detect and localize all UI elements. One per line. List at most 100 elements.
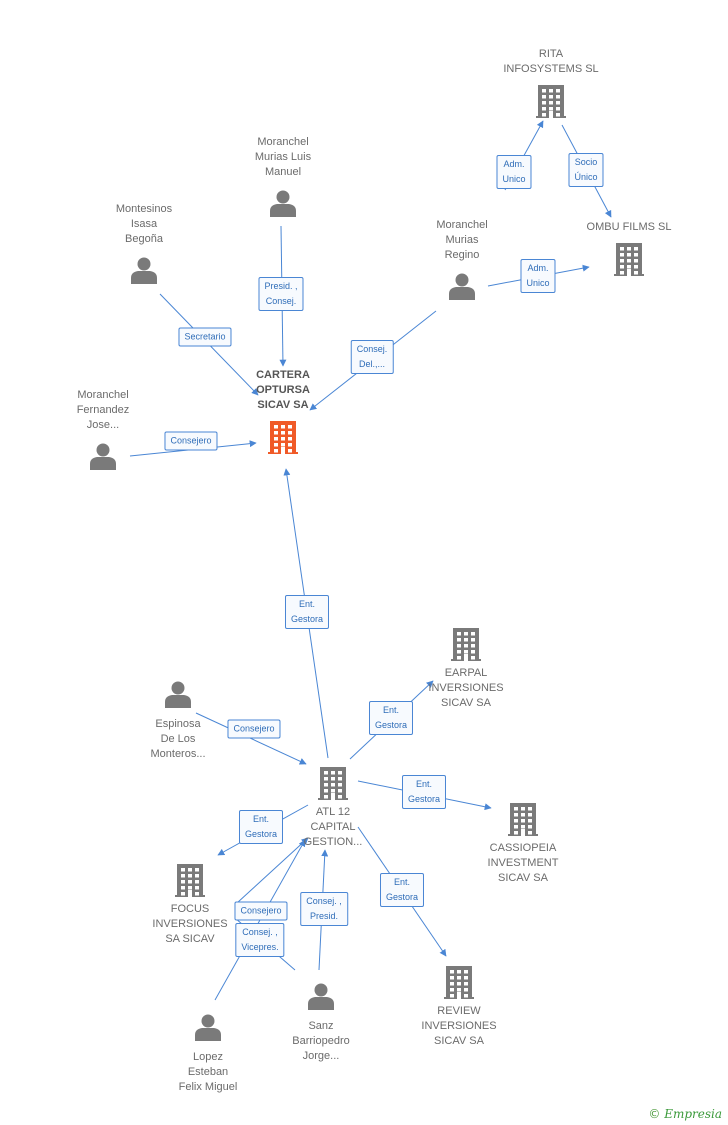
edge-label[interactable]: Ent.Gestora — [368, 701, 414, 735]
node-label-text: REVIEW — [437, 1005, 481, 1017]
node-label-text: Regino — [444, 249, 480, 261]
node-label[interactable]: OMBU FILMS SL — [564, 220, 694, 235]
node-label-text: SA SICAV — [165, 933, 215, 945]
node-label-text: Moranchel — [436, 219, 488, 231]
edge-line — [195, 712, 307, 765]
edge-label-text: Vicepres. — [241, 942, 279, 952]
node-label-text: Isasa — [130, 218, 158, 230]
node-label-text: Jose... — [86, 419, 120, 431]
edge-label-text: Gestora — [407, 794, 441, 804]
edge-label-text: Único — [574, 172, 598, 182]
person-icon[interactable] — [131, 257, 157, 285]
node-label-text: Jorge... — [302, 1050, 340, 1062]
edge-label[interactable]: Adm.Unico — [520, 259, 556, 293]
building-icon[interactable] — [175, 864, 205, 897]
edge-label-text: Consejero — [233, 723, 275, 734]
edge-label-text: Unico — [502, 174, 526, 184]
edge-label[interactable]: Adm. Unico — [496, 155, 532, 189]
edge-label-text: Gestora — [374, 720, 408, 730]
person-icon[interactable] — [90, 443, 116, 471]
edge-label-text: Ent. — [298, 599, 316, 609]
node-label-text: RITA — [538, 48, 564, 60]
person-icon[interactable] — [195, 1014, 221, 1042]
edge-label[interactable]: Ent. Gestora — [284, 595, 330, 629]
node-label-text: INVERSIONES — [152, 918, 228, 930]
building-icon[interactable] — [268, 421, 298, 454]
edge-label[interactable]: Ent. Gestora — [238, 810, 284, 844]
building-icon[interactable] — [614, 243, 644, 276]
node-label-text: EARPAL — [444, 667, 488, 679]
node-label-text: SICAV SA — [434, 1035, 484, 1047]
person-icon[interactable] — [308, 983, 334, 1011]
building-icon[interactable] — [318, 767, 348, 800]
edge-label[interactable]: Consej. , Vicepres. — [235, 923, 285, 957]
node-label-text: Moranchel — [257, 136, 309, 148]
node-label[interactable]: CASSIOPEIA INVESTMENT SICAV SA — [458, 841, 588, 886]
building-icon[interactable] — [536, 85, 566, 118]
edge-label-text: Presid. — [309, 911, 338, 921]
node-label-text: OPTURSA — [256, 384, 310, 396]
person-icon[interactable] — [270, 190, 296, 218]
edge-label-text: Ent. — [252, 814, 270, 824]
node-label-text: De Los — [160, 733, 196, 745]
edge-label[interactable]: Ent. Gestora — [401, 775, 447, 809]
edge-label[interactable]: Consej. ,Presid. — [300, 892, 348, 926]
building-icon[interactable] — [451, 628, 481, 661]
edge-label-text: Consej. — [265, 296, 297, 306]
edge-label[interactable]: Presid. , Consej. — [258, 277, 304, 311]
node-label-text: SICAV SA — [498, 872, 548, 884]
node-label-text: Barriopedro — [292, 1035, 350, 1047]
node-label-text: Murias — [445, 234, 479, 246]
node-label-text: INVESTMENT — [487, 857, 559, 869]
building-icon[interactable] — [508, 803, 538, 836]
edge-line — [236, 837, 309, 904]
edge-label[interactable]: Consejero — [234, 901, 288, 921]
node-label-text: Fernandez — [76, 404, 130, 416]
edge-label[interactable]: Consejero — [227, 719, 281, 739]
person-icon[interactable] — [165, 681, 191, 709]
edge-label[interactable]: Secretario — [178, 327, 232, 347]
copyright-credit[interactable]: © Empresia — [648, 1107, 722, 1121]
edge-label-text: Consejero — [170, 435, 212, 446]
edge-label-text: Gestora — [244, 829, 278, 839]
edge-label-text: Gestora — [290, 614, 324, 624]
node-label-text: CASSIOPEIA — [489, 842, 557, 854]
node-label-text: Espinosa — [155, 718, 201, 730]
edge-label-text: Ent. — [415, 779, 433, 789]
edge-label-text: Adm. — [503, 159, 525, 169]
building-icon[interactable] — [444, 966, 474, 999]
node-label[interactable]: RITA INFOSYSTEMS SL — [486, 47, 616, 77]
edge-label-text: Consejero — [240, 905, 282, 916]
edge-label[interactable]: Consejero — [164, 431, 218, 451]
node-label-text: Moranchel — [77, 389, 129, 401]
edge-label-text: Adm. — [527, 263, 549, 273]
node-label-text: SICAV SA — [257, 399, 309, 411]
node-label-text: Murias Luis — [254, 151, 312, 163]
edge-label[interactable]: Consej.Del.,... — [350, 340, 394, 374]
node-label-text: Montesinos — [115, 203, 173, 215]
edge-label-text: Del.,... — [358, 359, 386, 369]
copyright-symbol: © — [648, 1107, 661, 1121]
node-label-text: INFOSYSTEMS SL — [503, 63, 599, 75]
edge-label-text: Consej. , — [242, 927, 278, 937]
edge-label[interactable]: Ent.Gestora — [379, 873, 425, 907]
node-label[interactable]: REVIEW INVERSIONES SICAV SA — [394, 1004, 524, 1049]
node-label-text: INVERSIONES — [421, 1020, 497, 1032]
edge-label-text: Presid. , — [264, 281, 298, 291]
person-icon[interactable] — [449, 273, 475, 301]
node-label-text: Esteban — [187, 1066, 229, 1078]
node-label-text: CAPITAL — [310, 821, 356, 833]
